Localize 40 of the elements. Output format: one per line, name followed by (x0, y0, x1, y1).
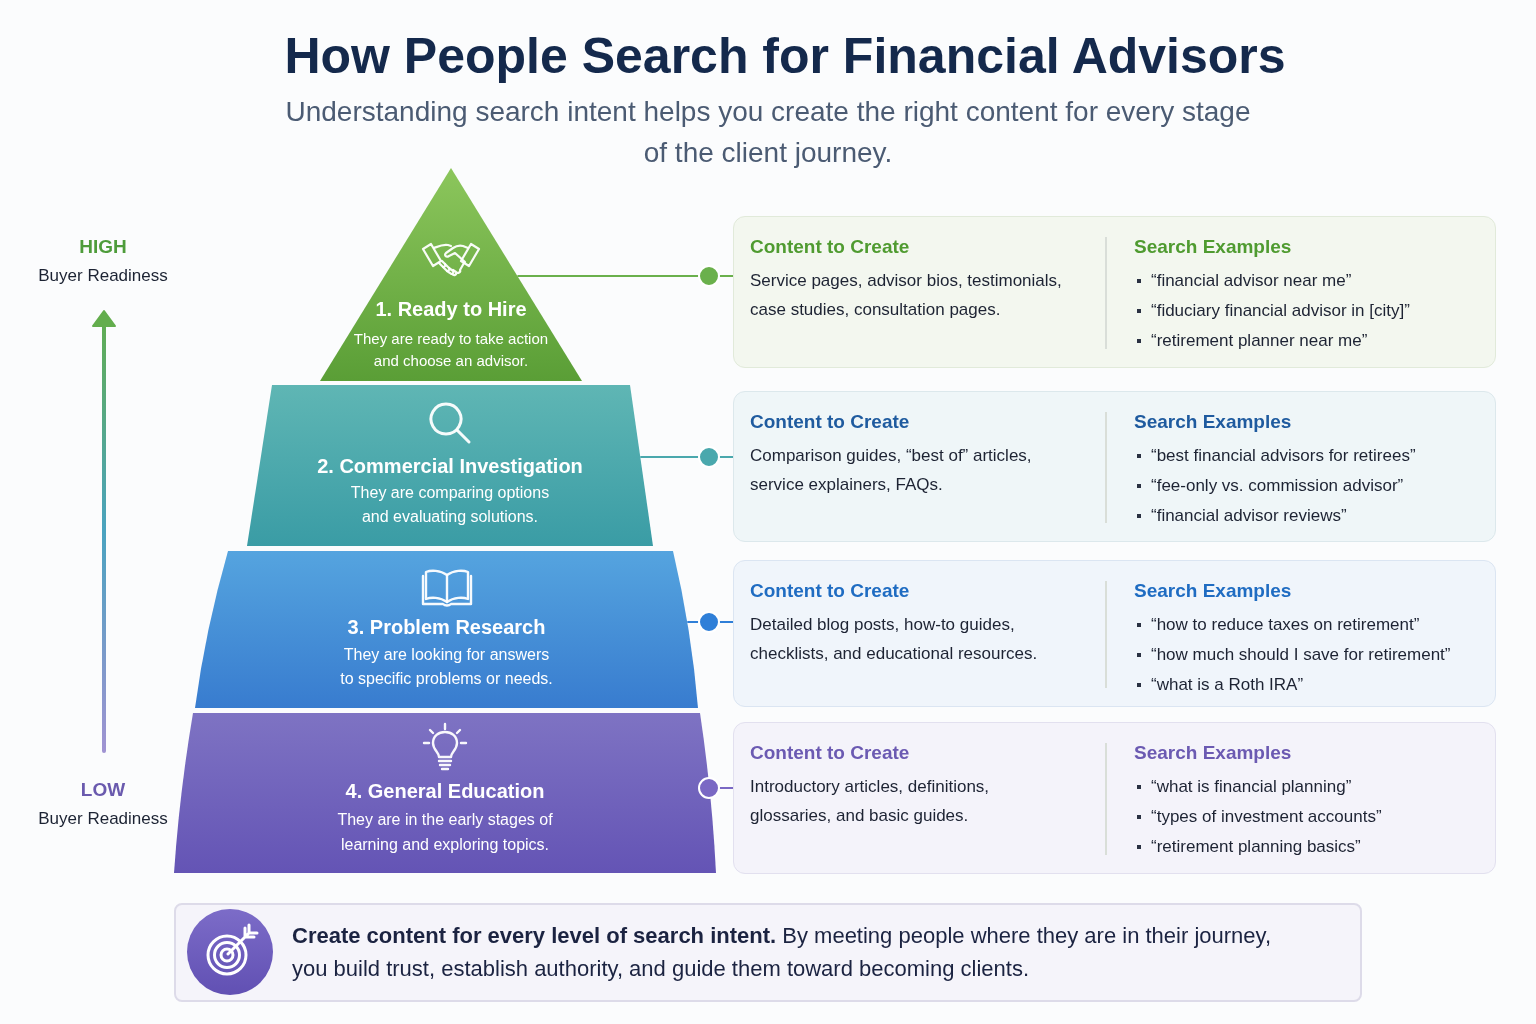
card-heading: Search Examples (1134, 742, 1292, 764)
content-card (733, 391, 1496, 542)
subtitle: Understanding search intent helps you create the right content for every stage of the client journey. (284, 95, 1252, 170)
card-text: Comparison guides, “best of” articles, service explainers, FAQs. (750, 445, 1033, 496)
connector-line (516, 265, 734, 287)
card-heading: Content to Create (750, 236, 910, 258)
summary-text: Create content for every level of search intent. By meeting people where they are in their journey, you build trust, establish authority, and guide them toward becoming clients. (292, 922, 1273, 983)
axis-title: Buyer Readiness (38, 808, 168, 830)
card-text: Detailed blog posts, how-to guides, checklists, and educational resources. (750, 614, 1039, 665)
readiness-level: LOW (80, 779, 126, 801)
content-card (733, 216, 1496, 368)
tier-title: 1. Ready to Hire (375, 297, 527, 321)
tier-title: 4. General Education (345, 779, 545, 803)
tier-description: They are comparing options and evaluating solutions. (349, 483, 551, 527)
readiness-level: HIGH (79, 236, 127, 258)
card-heading: Search Examples (1134, 411, 1292, 433)
content-card (733, 722, 1496, 874)
pyramid-tier (195, 551, 698, 708)
card-heading: Content to Create (750, 742, 910, 764)
summary-banner (174, 903, 1362, 1002)
card-text: Introductory articles, definitions, glossaries, and basic guides. (750, 776, 991, 827)
pyramid-tier (247, 385, 653, 546)
card-heading: Search Examples (1134, 236, 1292, 258)
connector-line (639, 446, 734, 468)
connector-line (686, 611, 734, 633)
card-text: Service pages, advisor bios, testimonials, case studies, consultation pages. (750, 270, 1063, 321)
card-heading: Content to Create (750, 411, 910, 433)
tier-description: They are in the early stages of learning and exploring topics. (336, 810, 554, 855)
tier-description: They are ready to take action and choose an advisor. (352, 329, 550, 371)
pyramid-tier (320, 168, 582, 381)
connector-line (698, 777, 734, 799)
pyramid-tier (174, 713, 716, 873)
tier-title: 3. Problem Research (347, 615, 546, 639)
axis-title: Buyer Readiness (38, 265, 168, 287)
title: How People Search for Financial Advisors (284, 27, 1286, 86)
tier-description: They are looking for answers to specific problems or needs. (339, 645, 554, 689)
card-heading: Content to Create (750, 580, 910, 602)
content-card (733, 560, 1496, 707)
tier-title: 2. Commercial Investigation (317, 454, 583, 478)
card-heading: Search Examples (1134, 580, 1292, 602)
